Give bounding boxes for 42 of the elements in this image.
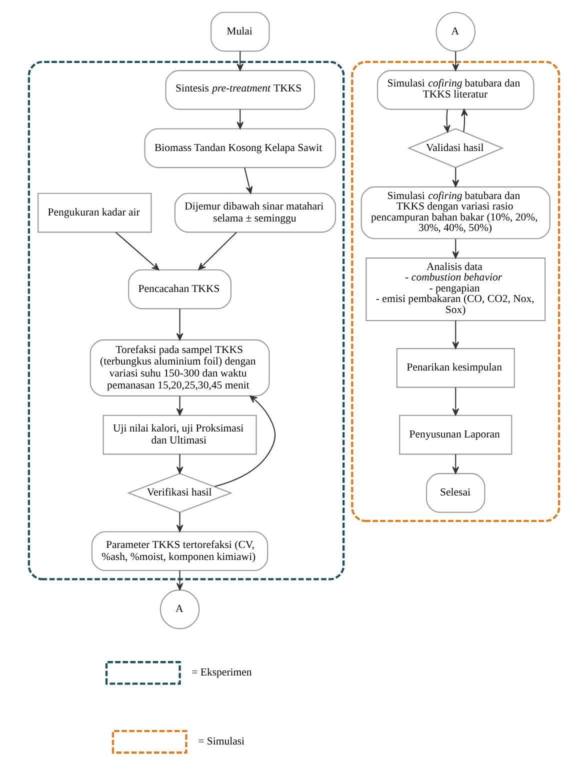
node-box: Pengukuran kadar air — [38, 192, 152, 233]
arrow — [452, 239, 460, 258]
node-box: Selesai — [426, 473, 486, 513]
node-circle: A — [436, 12, 476, 52]
arrow — [452, 387, 460, 416]
arrow — [198, 232, 237, 270]
arrow — [176, 570, 184, 590]
node-box: Sintesis pre-treatment TKKS — [165, 70, 316, 110]
arrow — [176, 454, 184, 474]
node-box: Dijemur dibawah sinar matahari selama ± seminggu — [174, 192, 336, 233]
node-box: Penarikan kesimpulan — [396, 348, 515, 388]
arrow — [236, 109, 244, 130]
node-box: Simulasi cofiring batubara dan TKKS literatur — [376, 70, 534, 110]
arrow — [236, 51, 244, 71]
node-box: Uji nilai kalori, uji Proksimasi dan Ultimasi — [102, 414, 257, 455]
arrow — [115, 232, 160, 270]
arrow — [176, 512, 184, 532]
arrow — [452, 168, 460, 188]
legend-label: = Eksperimen — [192, 666, 252, 679]
node-diamond: Verifikasi hasil — [127, 472, 233, 513]
arrow — [461, 108, 468, 132]
arrow — [176, 396, 184, 416]
arrow — [452, 51, 460, 71]
arrow — [444, 109, 450, 132]
node-box: Biomass Tandan Kosong Kelapa Sawit — [144, 128, 336, 168]
node-circle: A — [160, 589, 200, 630]
node-box: Penyusunan Laporan — [399, 414, 512, 455]
legend-label: = Simulasi — [198, 736, 245, 748]
node-box: Torefaksi pada sampel TKKS (terbungkus aluminium foil) dengan variasi suhu 150-300 dan waktu pemanasan 15,20,25,30,45 menit — [90, 339, 270, 396]
node-box: Simulasi cofiring batubara dan TKKS dengan variasi rasio pencampuran bahan bakar (10%, 20%, 30%, 40%, 50%) — [360, 186, 550, 240]
cluster — [351, 60, 560, 522]
node-diamond: Validasi hasil — [407, 128, 504, 168]
node-box: Mulai — [210, 12, 270, 52]
arrow — [452, 454, 460, 474]
node-box: Pencacahan TKKS — [128, 269, 232, 310]
arrow — [452, 320, 460, 349]
arrow — [176, 308, 184, 340]
arrow — [214, 395, 276, 488]
node-box: Parameter TKKS tertorefaksi (CV, %ash, %moist, komponen kimiawi) — [91, 531, 268, 572]
arrow — [244, 168, 253, 194]
node-box: Analisis data - combustion behavior - pengapian - emisi pembakaran (CO, CO2, Nox, Sox) — [366, 258, 546, 322]
cluster — [28, 60, 345, 580]
